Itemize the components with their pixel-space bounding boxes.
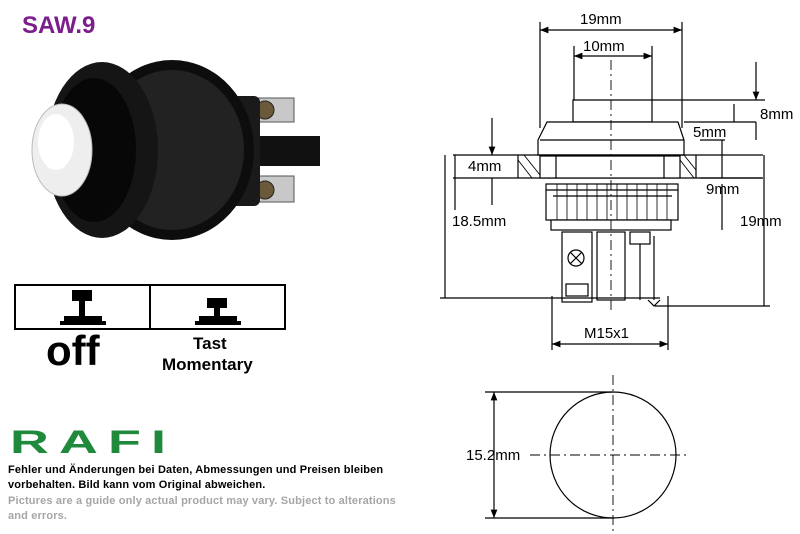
- disclaimer-en-line2: and errors.: [8, 510, 68, 522]
- mode-table-divider: [149, 284, 151, 330]
- disclaimer-en-line1: Pictures are a guide only actual product…: [8, 495, 396, 507]
- dim-nut-height: 9mm: [706, 181, 739, 198]
- dim-button-width: 10mm: [583, 38, 625, 55]
- dim-bezel-height: 5mm: [693, 124, 726, 141]
- product-photo: [31, 60, 320, 240]
- disclaimer-de-line1: Fehler und Änderungen bei Daten, Abmessu…: [8, 464, 384, 476]
- momentary-button-icon: [195, 298, 241, 325]
- rafi-logo-text: RAFI: [10, 429, 176, 455]
- dim-overall-width: 19mm: [580, 11, 622, 28]
- latching-button-icon: [60, 290, 106, 325]
- dim-body-length: 18.5mm: [452, 213, 506, 230]
- off-label: off: [46, 327, 100, 374]
- product-title: SAW.9: [22, 12, 96, 39]
- dim-panel-thickness: 4mm: [468, 158, 501, 175]
- dim-button-height: 8mm: [760, 106, 793, 123]
- disclaimer-de-line2: vorbehalten. Bild kann vom Original abwe…: [8, 479, 266, 491]
- rafi-logo: RAFI: [10, 429, 176, 455]
- dim-diameter: 15.2mm: [466, 447, 520, 464]
- momentary-label: Momentary: [162, 355, 253, 374]
- dim-thread: M15x1: [584, 325, 629, 342]
- tast-label: Tast: [193, 334, 227, 353]
- dim-below-panel: 19mm: [740, 213, 782, 230]
